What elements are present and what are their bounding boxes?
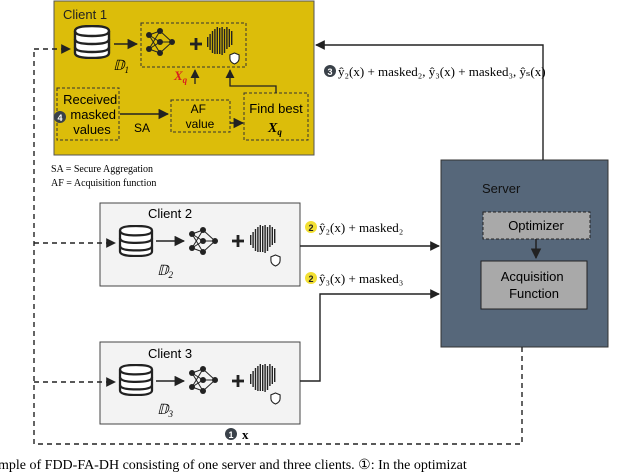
step1-text: x <box>242 427 249 442</box>
caption: mple of FDD-FA-DH consisting of one serv… <box>0 458 467 473</box>
af-value-text: AF value <box>186 102 215 131</box>
server-title: Server <box>482 181 521 196</box>
step3-text: ŷ₂(x) + masked₂, ŷ₃(x) + masked₃, ŷₛ(x) <box>338 64 546 79</box>
client1-title: Client 1 <box>63 7 107 22</box>
find-best-xq: Xq <box>267 121 282 137</box>
shield-icon <box>270 254 281 267</box>
step2a-marker <box>305 221 317 233</box>
step2b-marker <box>305 272 317 284</box>
step1-marker-label: 1 <box>228 430 233 440</box>
step3-arrow <box>315 40 544 160</box>
client1-model-box <box>140 22 247 68</box>
step3-marker <box>324 65 336 77</box>
client1-dataset-label: 𝔻1 <box>113 59 129 75</box>
acquisition-text: Acquisition Function <box>501 269 568 301</box>
acq-line-1: Acquisition <box>501 269 564 284</box>
step3-marker-label: 3 <box>327 67 332 77</box>
optimizer-text: Optimizer <box>508 218 564 233</box>
af-line-2: value <box>186 117 215 131</box>
legend-af: AF = Acquisition function <box>51 178 156 189</box>
step2b-marker-label: 2 <box>308 274 313 284</box>
step1-dashed-line <box>33 49 523 445</box>
sa-label: SA <box>134 121 150 135</box>
received-line-1: Received <box>63 92 117 107</box>
step1-marker <box>225 428 237 440</box>
client2-dataset-label: 𝔻2 <box>157 264 173 280</box>
client3-title: Client 3 <box>148 346 192 361</box>
step4-marker <box>54 111 66 123</box>
client2-title: Client 2 <box>148 206 192 221</box>
server-box <box>440 159 609 348</box>
client2-box <box>99 202 301 287</box>
received-line-2: masked <box>70 107 116 122</box>
find-to-model-arrow <box>225 69 277 93</box>
find-best-text: Find best <box>249 101 303 116</box>
step2b-arrow <box>300 289 440 382</box>
client3-box <box>99 341 301 425</box>
shield-icon <box>270 392 281 405</box>
step4-marker-label: 4 <box>57 113 62 123</box>
step2a-marker-label: 2 <box>308 223 313 233</box>
legend-sa: SA = Secure Aggregation <box>51 164 153 175</box>
step2b-text: ŷ₃(x) + masked₃ <box>319 271 403 286</box>
client1-xq-label: Xq <box>173 68 188 85</box>
acq-line-2: Function <box>509 286 559 301</box>
received-text: Received masked values <box>63 92 121 137</box>
step2a-text: ŷ₂(x) + masked₂ <box>319 220 403 235</box>
database-icon <box>118 364 154 396</box>
client3-dataset-label: 𝔻3 <box>157 403 173 419</box>
received-line-3: values <box>73 122 111 137</box>
af-value-box <box>170 99 231 133</box>
af-line-1: AF <box>191 102 206 116</box>
database-icon <box>118 225 154 257</box>
database-icon <box>73 25 111 59</box>
shield-icon <box>229 52 240 65</box>
acquisition-box <box>480 260 588 310</box>
